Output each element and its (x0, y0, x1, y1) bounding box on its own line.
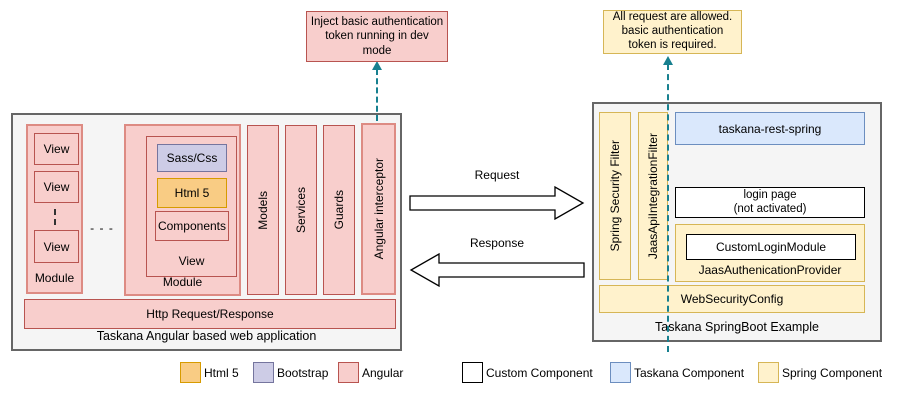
angular-app-title: Taskana Angular based web application (96, 329, 317, 343)
module-box: Sass/Css Html 5 Components View Module (124, 124, 241, 296)
view-label: View (178, 254, 205, 268)
guards-label: Guards (332, 190, 346, 230)
angular-interceptor-bar: Angular interceptor (361, 123, 396, 295)
legend-label: Html 5 (204, 365, 239, 380)
components-box: Components (155, 211, 229, 241)
http-request-response-bar: Http Request/Response (24, 299, 396, 329)
arrowhead-icon (372, 61, 382, 70)
legend-item-bootstrap: Bootstrap (253, 362, 328, 383)
jaas-authentication-provider-box: CustomLoginModule JaasAuthenicationProvi… (675, 224, 865, 282)
view-box: View (34, 133, 79, 165)
module-box: View View View Module (26, 124, 83, 294)
springboot-container: Spring Security Filter JaasApiIntegratio… (592, 102, 882, 342)
legend-item-angular: Angular (338, 362, 403, 383)
jaas-api-integration-filter-label: JaasApiIntegrationFilter (646, 132, 660, 260)
view-box: View (34, 230, 79, 263)
custom-login-module-box: CustomLoginModule (686, 234, 856, 260)
custom-component-swatch-icon (462, 362, 483, 383)
module-label: Module (34, 271, 75, 285)
spring-component-swatch-icon (758, 362, 779, 383)
view-box: View (34, 171, 79, 203)
vertical-ellipsis (54, 209, 56, 225)
taskana-component-swatch-icon (610, 362, 631, 383)
spring-security-filter-label: Spring Security Filter (608, 140, 622, 252)
login-page-box: login page (not activated) (675, 187, 865, 218)
callout-request-allowed: All request are allowed. basic authentic… (603, 10, 742, 54)
models-bar: Models (247, 125, 279, 295)
guards-bar: Guards (323, 125, 355, 295)
spring-security-filter-bar: Spring Security Filter (599, 112, 631, 280)
legend-item-spring-component: Spring Component (758, 362, 882, 383)
legend-item-taskana-component: Taskana Component (610, 362, 744, 383)
models-label: Models (256, 190, 270, 230)
legend-label: Angular (362, 365, 404, 380)
web-security-config-bar: WebSecurityConfig (599, 285, 865, 313)
request-label: Request (474, 168, 520, 182)
springboot-title: Taskana SpringBoot Example (655, 320, 819, 334)
response-label: Response (469, 236, 525, 250)
dashed-connector (376, 69, 378, 121)
jaas-api-integration-filter-bar: JaasApiIntegrationFilter (638, 112, 668, 280)
response-arrow (409, 253, 585, 287)
legend-label: Bootstrap (277, 365, 329, 380)
dashed-connector (667, 64, 669, 352)
angular-interceptor-label: Angular interceptor (371, 158, 386, 260)
module-label: Module (162, 275, 203, 289)
angular-app-container: View View View Module - - - Sass/Css Htm… (11, 113, 402, 351)
html5-box: Html 5 (157, 178, 227, 208)
jaas-authentication-provider-label: JaasAuthenicationProvider (698, 263, 842, 277)
services-bar: Services (285, 125, 317, 295)
arrowhead-icon (663, 56, 673, 65)
sass-css-box: Sass/Css (157, 144, 227, 172)
view-box: Sass/Css Html 5 Components View (146, 136, 237, 277)
modules-ellipsis: - - - (90, 221, 114, 235)
services-label: Services (294, 186, 308, 233)
legend-item-custom-component: Custom Component (462, 362, 593, 383)
html5-swatch-icon (180, 362, 201, 383)
legend-item-html5: Html 5 (180, 362, 239, 383)
legend-label: Custom Component (486, 365, 593, 380)
request-arrow (409, 186, 585, 220)
legend-label: Spring Component (782, 365, 883, 380)
angular-swatch-icon (338, 362, 359, 383)
bootstrap-swatch-icon (253, 362, 274, 383)
taskana-rest-spring-box: taskana-rest-spring (675, 112, 865, 145)
legend-label: Taskana Component (634, 365, 745, 380)
callout-dev-token: Inject basic authentication token runnin… (306, 11, 448, 62)
